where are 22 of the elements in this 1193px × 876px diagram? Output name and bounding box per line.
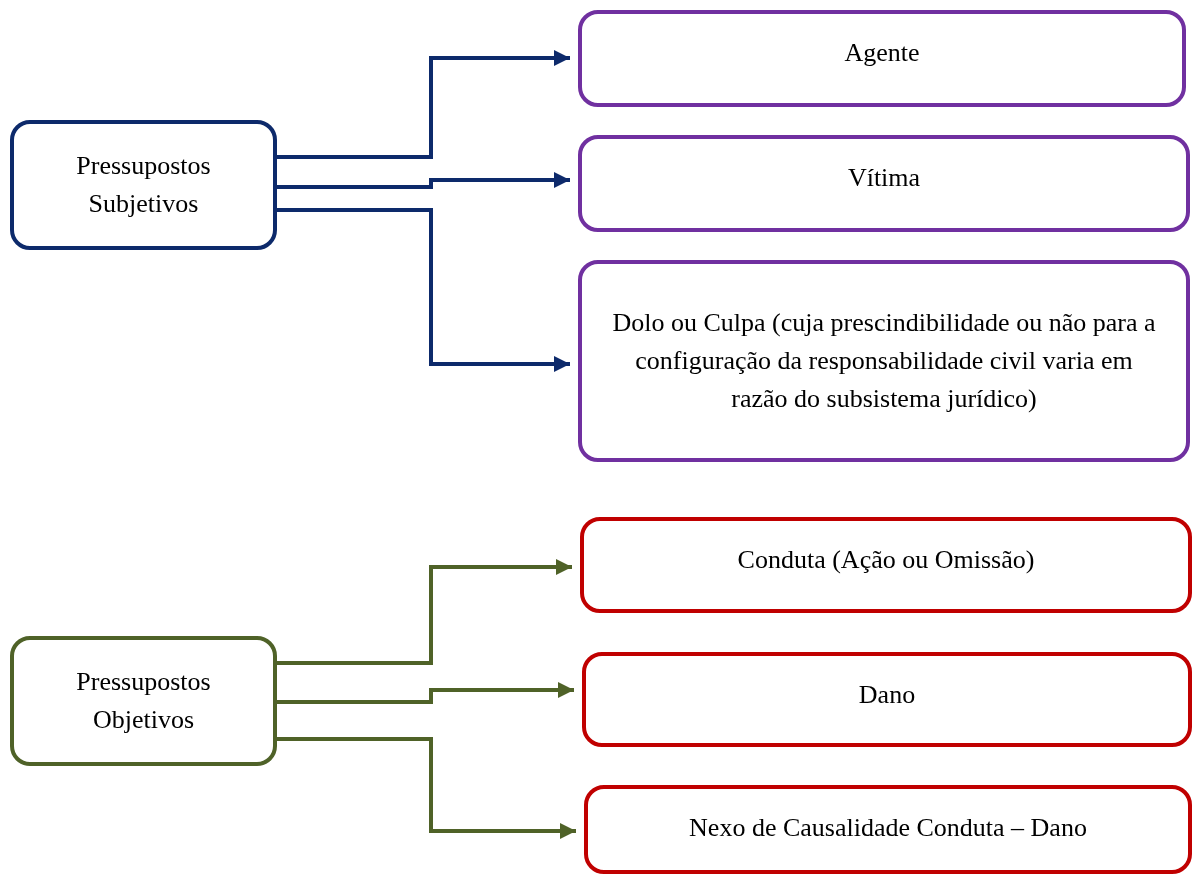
box-label: Dolo ou Culpa (cuja prescindibilidade ou não para a configuração da responsabilidade civil varia em razão do subsistema jurídico) — [612, 307, 1156, 415]
rounded-box — [578, 10, 1186, 107]
box-label: Nexo de Causalidade Conduta – Dano — [689, 812, 1087, 844]
rounded-box — [578, 135, 1190, 232]
box-label: Vítima — [847, 162, 921, 194]
arrow — [277, 50, 570, 159]
box-label: Pressupostos Subjetivos — [75, 150, 212, 220]
box-label: Agente — [844, 37, 920, 69]
arrow — [277, 208, 570, 372]
rounded-box — [584, 785, 1192, 874]
box-label: Dano — [858, 679, 916, 711]
rounded-box — [582, 652, 1192, 747]
rounded-box — [578, 260, 1190, 462]
rounded-box — [580, 517, 1192, 613]
arrow — [277, 172, 570, 189]
rounded-box — [10, 120, 277, 250]
arrow — [277, 682, 574, 704]
box-label: Pressupostos Objetivos — [75, 666, 212, 736]
rounded-box — [10, 636, 277, 766]
box-label: Conduta (Ação ou Omissão) — [737, 544, 1035, 576]
arrow — [277, 737, 576, 839]
arrow — [277, 559, 572, 665]
